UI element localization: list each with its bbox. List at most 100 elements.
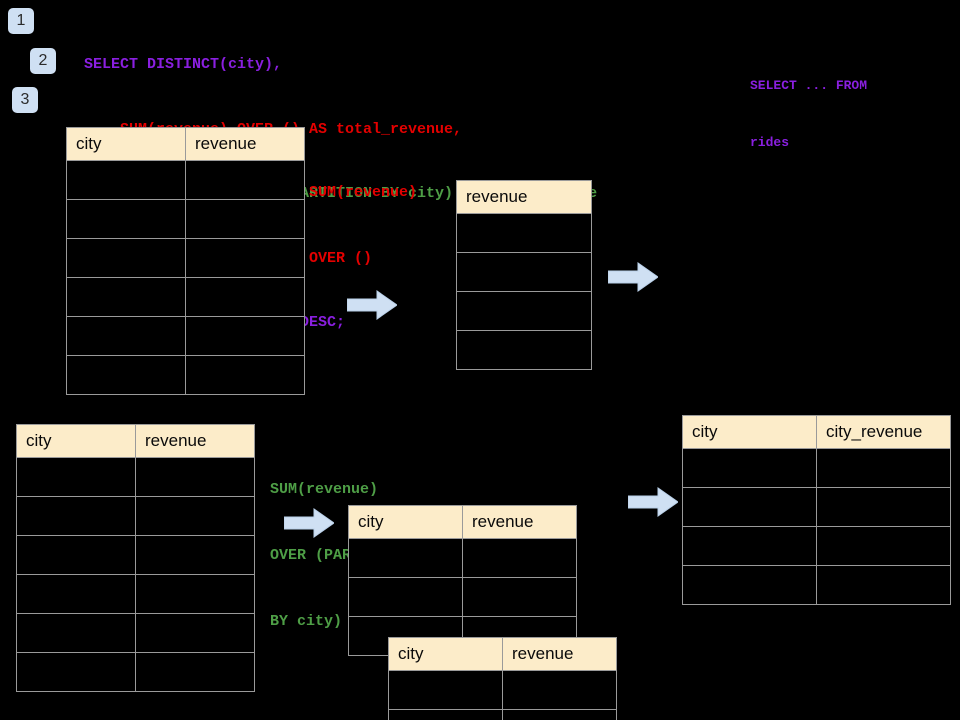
table-row xyxy=(682,448,951,488)
table-cell xyxy=(185,199,305,239)
table-row xyxy=(16,535,255,575)
table-cell xyxy=(66,160,186,200)
table-cell xyxy=(502,709,617,720)
column-header-revenue: revenue xyxy=(135,424,255,458)
table-cell xyxy=(816,487,951,527)
annotation-total-revenue-line-2: OVER () xyxy=(309,250,373,267)
table-cell xyxy=(16,535,136,575)
table-cell xyxy=(388,670,503,710)
table-row xyxy=(388,709,617,720)
table-cell xyxy=(185,160,305,200)
table-cell xyxy=(66,355,186,395)
table-row xyxy=(682,565,951,605)
table-row xyxy=(682,526,951,566)
table-cell xyxy=(135,613,255,653)
table-row xyxy=(388,670,617,710)
column-header-city: city xyxy=(682,415,817,449)
table-row xyxy=(16,652,255,692)
sql-line-select: SELECT DISTINCT(city), xyxy=(84,56,283,73)
table-row xyxy=(348,577,577,617)
table-row xyxy=(66,160,305,200)
column-header-revenue: revenue xyxy=(462,505,577,539)
table-cell xyxy=(456,213,592,253)
table-cell xyxy=(456,291,592,331)
step-badge-2: 2 xyxy=(30,48,56,74)
table-row xyxy=(16,613,255,653)
column-header-city: city xyxy=(348,505,463,539)
table-cell xyxy=(66,316,186,356)
table-cell xyxy=(462,577,577,617)
annotation-total-revenue: SUM(revenue) OVER () xyxy=(309,138,417,314)
table-header-row: revenue xyxy=(456,180,592,214)
table-cell xyxy=(135,574,255,614)
table-row xyxy=(66,238,305,278)
table-cell xyxy=(185,316,305,356)
arrow-bottom-left xyxy=(284,508,334,538)
table-cell xyxy=(348,538,463,578)
column-header-city-revenue: city_revenue xyxy=(816,415,951,449)
table-cell xyxy=(456,252,592,292)
table-cell xyxy=(456,330,592,370)
arrow-top-middle xyxy=(347,290,397,320)
table-cell xyxy=(16,574,136,614)
table-cell xyxy=(816,448,951,488)
table-row xyxy=(348,538,577,578)
table-row xyxy=(66,277,305,317)
side-note-line-2: rides xyxy=(750,135,790,150)
table-row xyxy=(456,213,592,253)
column-header-city: city xyxy=(16,424,136,458)
table-cell xyxy=(135,652,255,692)
table-cell xyxy=(816,526,951,566)
table-row xyxy=(16,457,255,497)
table-row xyxy=(682,487,951,527)
table-cell xyxy=(66,277,186,317)
table-cell xyxy=(348,577,463,617)
table-total-revenue: revenue xyxy=(456,180,592,370)
table-cell xyxy=(682,526,817,566)
table-row xyxy=(16,496,255,536)
table-total-revenue-body: revenue xyxy=(456,180,592,370)
table-row xyxy=(66,199,305,239)
table-row xyxy=(66,316,305,356)
annotation-city-revenue-line-3: BY city) xyxy=(270,613,343,630)
table-cell xyxy=(16,652,136,692)
column-header-city: city xyxy=(66,127,186,161)
table-cell xyxy=(135,535,255,575)
table-cell xyxy=(66,238,186,278)
table-cell xyxy=(135,457,255,497)
arrow-bottom-right xyxy=(628,487,678,517)
table-cell xyxy=(682,448,817,488)
table-cell xyxy=(16,457,136,497)
table-row xyxy=(456,291,592,331)
column-header-revenue: revenue xyxy=(456,180,592,214)
annotation-total-revenue-line-1: SUM(revenue) xyxy=(309,184,418,201)
table-cell xyxy=(135,496,255,536)
table-cell xyxy=(16,496,136,536)
table-row xyxy=(456,252,592,292)
step-badge-3: 3 xyxy=(12,87,38,113)
table-cell xyxy=(185,355,305,395)
table-row xyxy=(456,330,592,370)
column-header-city: city xyxy=(388,637,503,671)
table-cell xyxy=(502,670,617,710)
table-cell xyxy=(462,538,577,578)
table-row xyxy=(66,355,305,395)
step-badge-1: 1 xyxy=(8,8,34,34)
column-header-revenue: revenue xyxy=(185,127,305,161)
table-cell xyxy=(16,613,136,653)
annotation-city-revenue-line-1: SUM(revenue) xyxy=(270,481,379,498)
table-cell xyxy=(185,277,305,317)
table-cell xyxy=(816,565,951,605)
